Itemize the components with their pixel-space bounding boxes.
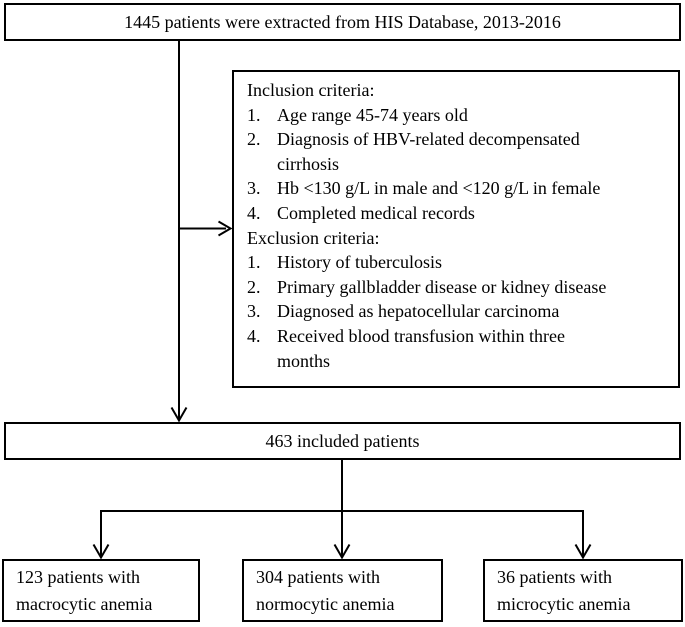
list-number: 4. [247, 202, 261, 223]
inclusion-item-2: 2. Diagnosis of HBV-related decompensate… [247, 127, 672, 176]
list-number: 1. [247, 252, 261, 273]
arrow-to-normocytic-head [333, 544, 351, 560]
inclusion-item-1: 1. Age range 45-74 years old [247, 103, 672, 128]
arrow-to-macrocytic-head [92, 544, 110, 560]
exclusion-item-4: 4. Received blood transfusion within thr… [247, 324, 672, 373]
exclusion-item-1: 1. History of tuberculosis [247, 250, 672, 275]
list-number: 4. [247, 325, 261, 346]
inclusion-item-3: 3. Hb <130 g/L in male and <120 g/L in f… [247, 176, 672, 201]
normocytic-anemia-box: 304 patients with normocytic anemia [242, 559, 443, 622]
macrocytic-anemia-box: 123 patients with macrocytic anemia [2, 559, 200, 622]
extracted-patients-text: 1445 patients were extracted from HIS Da… [124, 11, 561, 32]
arrow-to-microcytic-head [574, 544, 592, 560]
list-text: Primary gallbladder disease or kidney di… [277, 276, 607, 297]
list-text: Received blood transfusion within three … [277, 325, 565, 371]
microcytic-anemia-text: 36 patients with microcytic anemia [497, 566, 631, 614]
arrow-to-criteria-head [217, 220, 233, 237]
microcytic-anemia-box: 36 patients with microcytic anemia [483, 559, 683, 622]
exclusion-item-2: 2. Primary gallbladder disease or kidney… [247, 275, 672, 300]
list-number: 2. [247, 276, 261, 297]
list-text: Diagnosed as hepatocellular carcinoma [277, 301, 560, 322]
list-number: 2. [247, 129, 261, 150]
list-text: History of tuberculosis [277, 252, 442, 273]
list-text: Hb <130 g/L in male and <120 g/L in fema… [277, 178, 601, 199]
extracted-patients-box: 1445 patients were extracted from HIS Da… [4, 3, 681, 41]
included-patients-text: 463 included patients [265, 430, 420, 451]
inclusion-item-4: 4. Completed medical records [247, 201, 672, 226]
list-number: 3. [247, 301, 261, 322]
included-patients-box: 463 included patients [4, 422, 681, 460]
list-text: Age range 45-74 years old [277, 104, 468, 125]
list-text: Diagnosis of HBV-related decompensated c… [277, 129, 580, 174]
list-text: Completed medical records [277, 202, 475, 223]
inclusion-criteria-title: Inclusion criteria: [247, 80, 375, 100]
arrow-extracted-to-included-head [170, 407, 188, 423]
list-number: 1. [247, 104, 261, 125]
macrocytic-anemia-text: 123 patients with macrocytic anemia [16, 566, 153, 614]
criteria-box: Inclusion criteria: 1. Age range 45-74 y… [232, 70, 680, 388]
exclusion-item-3: 3. Diagnosed as hepatocellular carcinoma [247, 299, 672, 324]
normocytic-anemia-text: 304 patients with normocytic anemia [256, 566, 395, 614]
list-number: 3. [247, 178, 261, 199]
exclusion-criteria-title: Exclusion criteria: [247, 227, 380, 248]
